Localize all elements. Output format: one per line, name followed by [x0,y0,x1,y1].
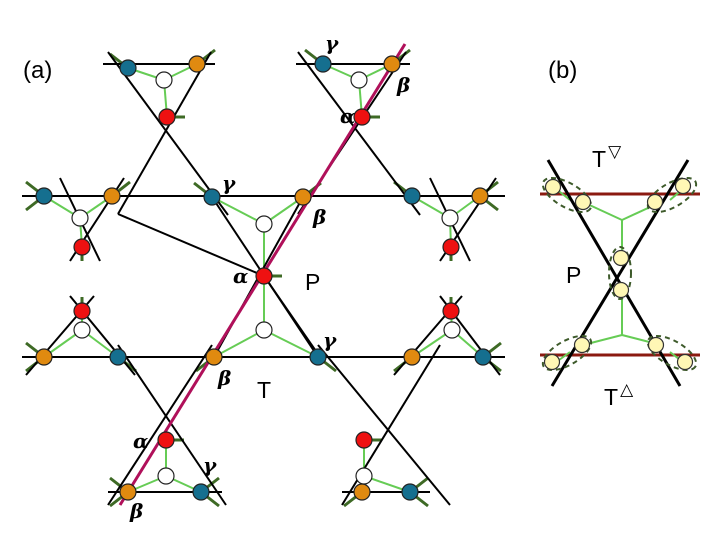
lattice-site [442,302,460,320]
lattice-site [442,238,460,256]
lattice-sites [35,55,492,501]
lattice-site [71,209,89,227]
lattice-site [157,467,175,485]
lattice-site [205,348,223,366]
lattice-site [401,483,419,501]
P-label-a: P [305,269,320,295]
lattice-line [317,344,451,506]
lattice-site [158,108,176,126]
beta-label-lower-mid: β [217,366,231,390]
lattice-site [73,321,91,339]
alpha-label-top: α [340,104,355,128]
lattice-site [73,302,91,320]
lattice-site [441,209,459,227]
pair-ellipses [541,176,698,372]
pair-ellipse [646,334,698,372]
lattice-line [117,344,227,506]
lattice-site [403,348,421,366]
lattice-site [35,187,53,205]
pair-site [676,353,694,371]
lattice-site [294,188,312,206]
pair-site [612,281,630,299]
gamma-label-top: γ [325,31,339,55]
pair-site [573,336,591,354]
gamma-label-upper-mid: γ [222,171,236,195]
pair-site [674,177,692,195]
lattice-site [157,431,175,449]
lattice-line [297,51,421,216]
lattice-site [119,59,137,77]
panel-b-diagram [540,159,700,387]
beta-label-bottom: β [129,499,143,523]
lattice-site [192,483,210,501]
panel-a-lattice [22,43,505,508]
panel-b-label: (b) [548,57,577,84]
lattice-site [188,55,206,73]
pair-site [612,249,630,267]
P-label-b: P [566,262,581,288]
lattice-site [155,71,173,89]
green-bond [211,196,265,225]
pair-site [647,336,665,354]
alpha-label-bottom: α [133,429,148,453]
lattice-site [109,348,127,366]
lattice-site [474,348,492,366]
lattice-line [107,51,229,216]
T-label-a: T [257,377,271,403]
lattice-site [355,467,373,485]
lattice-line [107,344,213,506]
gamma-label-lower-mid: γ [323,328,337,352]
green-bond [263,329,319,358]
T-down-label: T▽ [592,142,622,172]
lattice-site [350,71,368,89]
lattice-site [471,187,489,205]
green-bond [213,329,265,358]
lattice-site [73,238,91,256]
lattice-site [255,215,273,233]
T-up-label: T△ [604,380,634,410]
lattice-site [353,108,371,126]
pair-site [544,178,562,196]
lattice-site [383,55,401,73]
lattice-site [353,483,371,501]
pair-ellipse [541,334,593,372]
lattice-line [117,213,265,277]
pair-ellipse [646,176,698,214]
lattice-site [255,321,273,339]
lattice-site [309,348,327,366]
beta-label-upper-mid: β [312,205,326,229]
pair-ellipse [608,246,632,300]
beta-label-top: β [396,73,410,97]
pair-site [543,353,561,371]
lattice-site [255,267,273,285]
pair-ellipse [541,176,593,214]
lattice-site [103,187,121,205]
lattice-site [119,483,137,501]
lattice-site [355,431,373,449]
lattice-line [117,51,212,215]
lattice-site [403,187,421,205]
panel-a-label: (a) [23,57,52,84]
alpha-label-center: α [233,264,248,288]
pair-sites [543,177,694,371]
lattice-site [35,348,53,366]
lattice-site [314,55,332,73]
pair-site [646,193,664,211]
lattice-site [443,321,461,339]
lattice-site [203,188,221,206]
gamma-label-bottom: γ [203,453,217,477]
pair-site [574,193,592,211]
